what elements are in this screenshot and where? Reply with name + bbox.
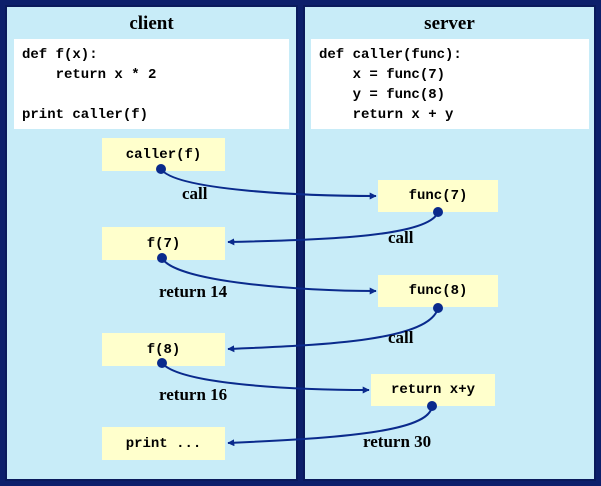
dot-func-7	[433, 207, 443, 217]
server-code-line: x = func(7)	[319, 67, 446, 83]
arrow-return-14	[161, 257, 377, 295]
box-return-xy: return x+y	[371, 374, 495, 406]
dot-f-7	[157, 253, 167, 263]
label-call-1: call	[182, 184, 208, 203]
arrow-return-16	[161, 362, 370, 394]
arrow-return-30	[227, 405, 433, 447]
server-code: def caller(func): x = func(7) y = func(8…	[311, 39, 589, 129]
dot-f-8	[157, 358, 167, 368]
label-call-3: call	[388, 328, 414, 347]
server-code-line: return x + y	[319, 107, 454, 123]
label-return-16: return 16	[159, 385, 228, 404]
arrow-call-1	[160, 168, 377, 200]
client-code-line: return x * 2	[22, 67, 157, 83]
label-return-14: return 14	[159, 282, 228, 301]
box-f-8: f(8)	[102, 333, 225, 366]
box-func-8: func(8)	[378, 275, 498, 307]
client-header: client	[129, 13, 174, 34]
client-panel: client def f(x): return x * 2 print call…	[5, 5, 298, 481]
server-header: server	[424, 13, 475, 34]
label-return-30: return 30	[363, 432, 432, 451]
arrow-call-3	[227, 307, 439, 353]
label-call-2: call	[388, 228, 414, 247]
arrow-call-2	[227, 211, 439, 246]
dot-return-xy	[427, 401, 437, 411]
client-code-line: def f(x):	[22, 47, 98, 63]
box-func-7: func(7)	[378, 180, 498, 212]
dot-func-8	[433, 303, 443, 313]
dot-caller-f	[156, 164, 166, 174]
server-code-line: def caller(func):	[319, 47, 462, 63]
client-code: def f(x): return x * 2 print caller(f)	[14, 39, 289, 129]
client-code-line: print caller(f)	[22, 107, 149, 123]
server-code-line: y = func(8)	[319, 87, 446, 103]
box-print: print ...	[102, 427, 225, 460]
